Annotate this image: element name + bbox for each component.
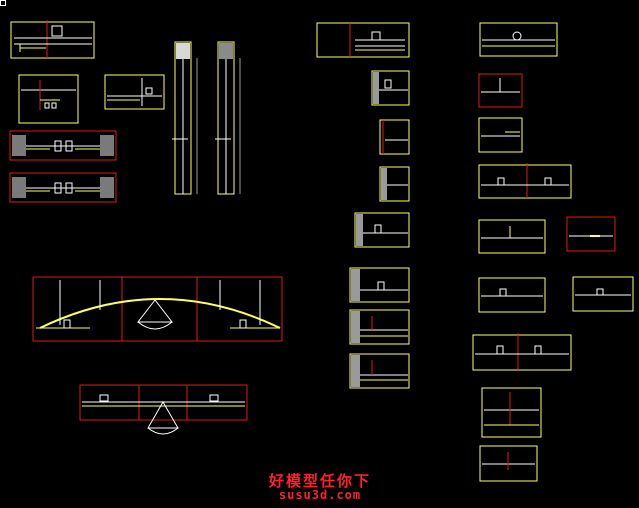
detail-section-d <box>9 172 117 203</box>
origin-marker <box>0 0 6 6</box>
detail-right-b <box>478 117 523 153</box>
detail-mid-b <box>379 119 410 155</box>
detail-right-top <box>479 22 558 57</box>
detail-right-c <box>478 163 572 199</box>
detail-right-j <box>479 445 538 482</box>
arched-ceiling-section <box>32 276 283 342</box>
detail-mid-g <box>349 353 410 389</box>
watermark-url: susu3d.com <box>278 488 362 502</box>
detail-small-b <box>104 74 165 110</box>
detail-right-d <box>478 219 546 254</box>
detail-right-h <box>472 333 572 371</box>
detail-small-a <box>18 74 79 124</box>
detail-mid-f <box>349 309 410 345</box>
detail-right-a <box>478 73 523 108</box>
detail-right-f <box>478 277 546 313</box>
detail-mid-d <box>354 212 410 248</box>
watermark-title: 好模型任你下 <box>268 472 371 490</box>
vertical-elevation-2 <box>215 41 241 195</box>
detail-right-g <box>572 276 634 312</box>
detail-mid-e <box>349 267 410 303</box>
detail-section-c <box>9 130 117 161</box>
lower-ceiling-section <box>79 384 248 435</box>
detail-mid-top <box>316 22 410 58</box>
detail-right-i <box>481 387 542 438</box>
vertical-elevation-1 <box>172 41 198 195</box>
detail-right-e <box>566 216 616 252</box>
detail-mid-c <box>379 166 410 202</box>
detail-mid-a <box>371 70 410 106</box>
detail-top-left <box>10 20 95 59</box>
